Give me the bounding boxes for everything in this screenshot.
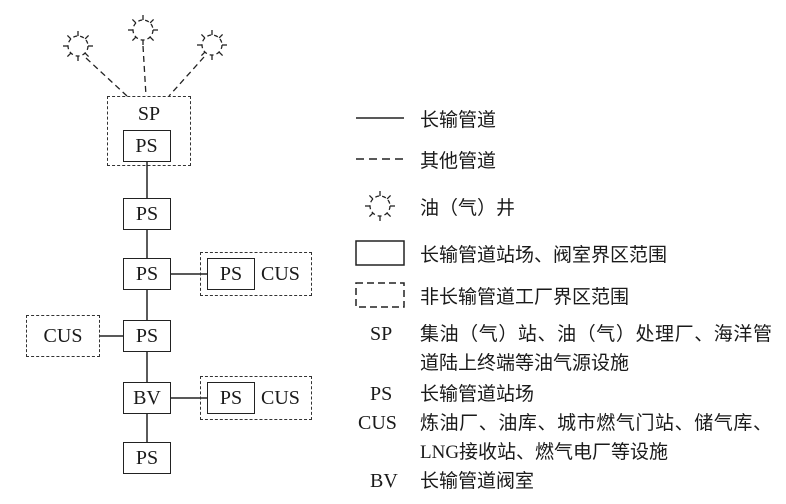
ps-box-in-cus-1: PS: [207, 258, 255, 290]
abbr-bv-desc: 长输管道阀室: [420, 471, 535, 492]
abbr-cus-desc: 炼油厂、油库、城市燃气门站、储气库、LNG接收站、燃气电厂等设施: [420, 413, 772, 463]
abbr-bv: BV: [370, 470, 398, 492]
ps-box-3: PS: [123, 258, 171, 290]
well-icon-1: [62, 30, 94, 62]
cus-group-right-1: PS CUS: [200, 252, 312, 296]
well-icon-3: [196, 29, 228, 61]
legend-solid-rect-icon: [355, 240, 405, 266]
legend-label-dashed-line: 其他管道: [420, 150, 497, 172]
bv-box: BV: [123, 382, 171, 414]
ps-box-in-sp: PS: [122, 129, 171, 162]
branch-lines: [99, 273, 209, 399]
cus-label-1: CUS: [261, 263, 300, 285]
sp-group-label: SP: [137, 103, 161, 125]
ps-box-6: PS: [123, 442, 171, 474]
cus-group-left: CUS: [26, 315, 100, 357]
well-icon-2: [127, 14, 159, 46]
legend-well-icon: [364, 190, 396, 222]
abbr-ps: PS: [370, 383, 393, 405]
abbr-cus: CUS: [358, 412, 397, 434]
ps-box-in-cus-2: PS: [207, 382, 255, 414]
abbr-sp-desc: 集油（气）站、油（气）处理厂、海洋管道陆上终端等油气源设施: [420, 324, 772, 374]
legend-label-well: 油（气）井: [420, 197, 516, 219]
cus-label-2: CUS: [261, 387, 300, 409]
cus-group-right-2: PS CUS: [200, 376, 312, 420]
ps-box-4: PS: [123, 320, 171, 352]
ps-box-2: PS: [123, 198, 171, 230]
legend-dashed-rect-icon: [355, 282, 405, 308]
abbr-sp: SP: [370, 323, 393, 345]
legend-label-solid-rect: 长输管道站场、阀室界区范围: [420, 244, 668, 266]
legend-label-dashed-rect: 非长输管道工厂界区范围: [420, 286, 630, 308]
sp-facility-group: SP PS: [107, 96, 191, 166]
abbr-ps-desc: 长输管道站场: [420, 384, 535, 405]
legend-label-solid-line: 长输管道: [420, 109, 497, 131]
well-connector-lines: [85, 45, 205, 97]
